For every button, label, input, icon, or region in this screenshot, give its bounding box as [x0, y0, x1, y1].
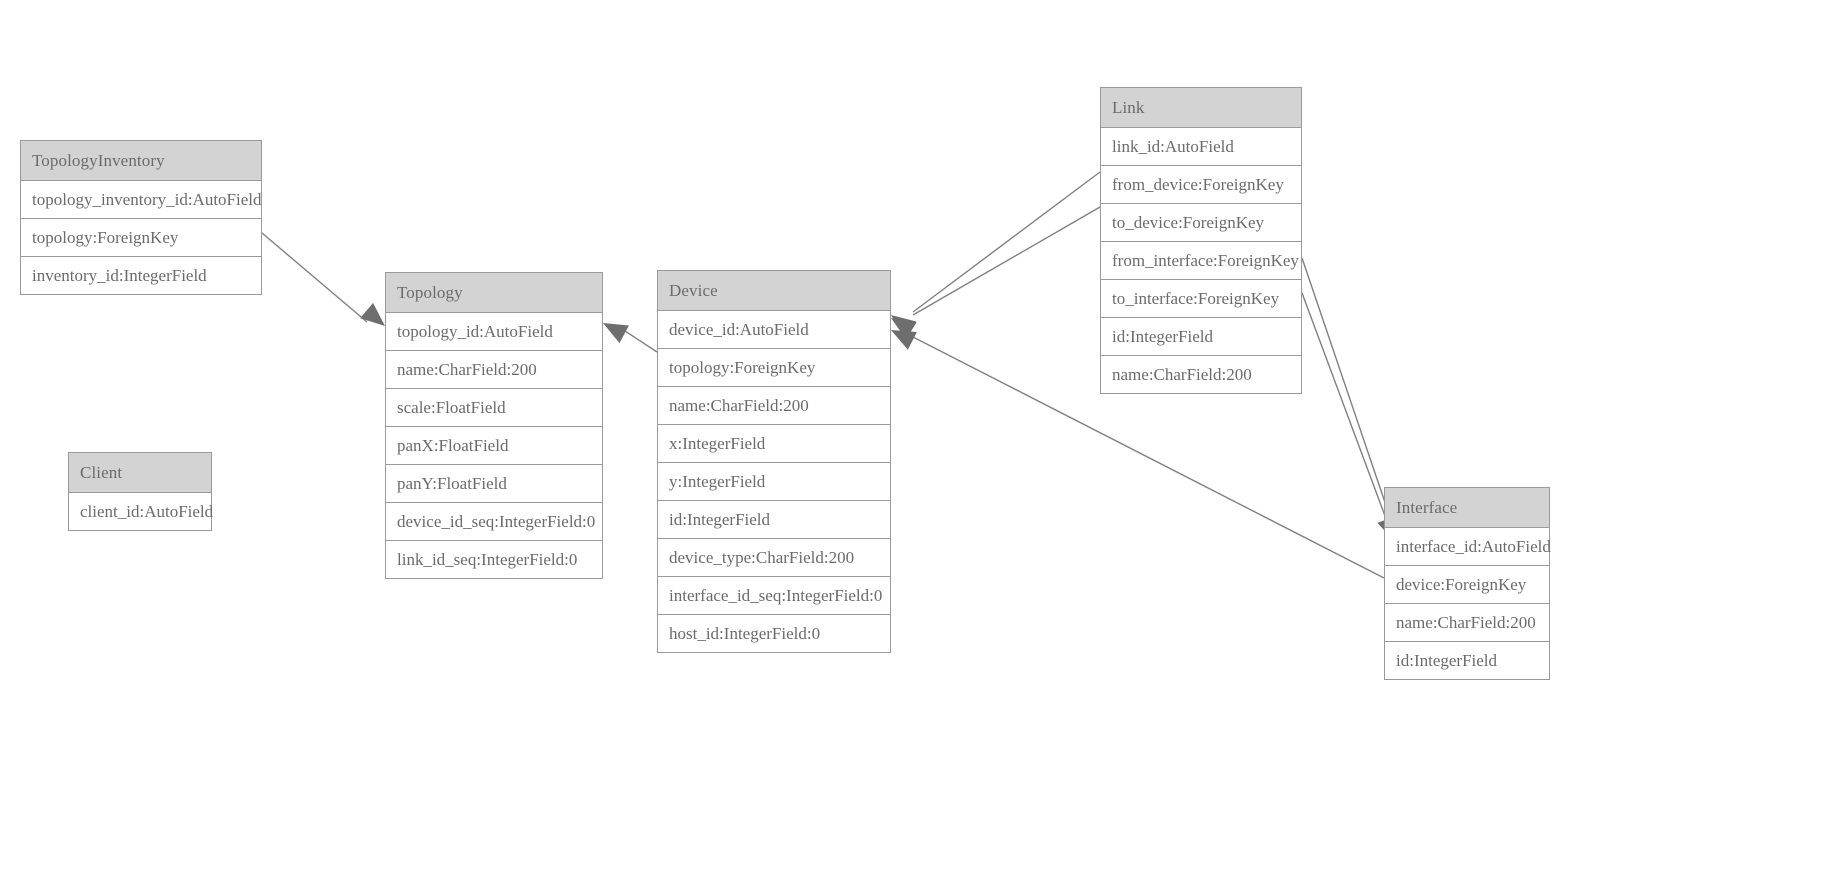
relationship-arrowhead — [891, 330, 917, 350]
entity-field: name:CharField:200 — [1385, 604, 1549, 642]
entity-field: id:IntegerField — [658, 501, 890, 539]
entity-field: host_id:IntegerField:0 — [658, 615, 890, 652]
entity-field: interface_id:AutoField — [1385, 528, 1551, 566]
relationship-line — [261, 232, 368, 323]
relationship-link-to-device — [891, 206, 1101, 340]
entity-field: to_interface:ForeignKey — [1101, 280, 1301, 318]
entity-field: from_interface:ForeignKey — [1101, 242, 1301, 280]
relationship-line — [912, 206, 1101, 316]
entity-title-link: Link — [1101, 88, 1301, 128]
entity-title-topologyinventory: TopologyInventory — [21, 141, 261, 181]
entity-title-topology: Topology — [386, 273, 602, 313]
entity-field: name:CharField:200 — [658, 387, 890, 425]
entity-field: name:CharField:200 — [386, 351, 602, 389]
entity-title-client: Client — [69, 453, 211, 493]
relationship-device-topology — [603, 323, 658, 353]
relationship-line — [1301, 257, 1393, 524]
entity-field: device:ForeignKey — [1385, 566, 1549, 604]
entity-field: scale:FloatField — [386, 389, 602, 427]
entity-field: inventory_id:IntegerField — [21, 257, 261, 294]
entity-field: panX:FloatField — [386, 427, 602, 465]
entity-field: name:CharField:200 — [1101, 356, 1301, 393]
entity-field: interface_id_seq:IntegerField:0 — [658, 577, 890, 615]
entity-field: topology_id:AutoField — [386, 313, 602, 351]
entity-field: from_device:ForeignKey — [1101, 166, 1301, 204]
relationship-link-from-device — [891, 171, 1101, 338]
relationship-line — [621, 328, 658, 353]
entity-field: topology:ForeignKey — [658, 349, 890, 387]
entity-field: topology:ForeignKey — [21, 219, 261, 257]
entity-field: device_id_seq:IntegerField:0 — [386, 503, 602, 541]
entity-field: link_id:AutoField — [1101, 128, 1301, 166]
entity-field: id:IntegerField — [1385, 642, 1549, 679]
entity-title-interface: Interface — [1385, 488, 1549, 528]
entity-field: x:IntegerField — [658, 425, 890, 463]
entity-field: panY:FloatField — [386, 465, 602, 503]
entity-field: client_id:AutoField — [69, 493, 213, 530]
entity-field: topology_inventory_id:AutoField — [21, 181, 262, 219]
entity-field: to_device:ForeignKey — [1101, 204, 1301, 242]
entity-field: device_type:CharField:200 — [658, 539, 890, 577]
entity-field: device_id:AutoField — [658, 311, 890, 349]
relationship-line — [912, 171, 1101, 313]
entity-field: id:IntegerField — [1101, 318, 1301, 356]
relationship-line — [1301, 292, 1389, 525]
entity-field: link_id_seq:IntegerField:0 — [386, 541, 602, 578]
entity-field: y:IntegerField — [658, 463, 890, 501]
relationship-topologyinventory-topology — [261, 232, 385, 326]
entity-title-device: Device — [658, 271, 890, 311]
